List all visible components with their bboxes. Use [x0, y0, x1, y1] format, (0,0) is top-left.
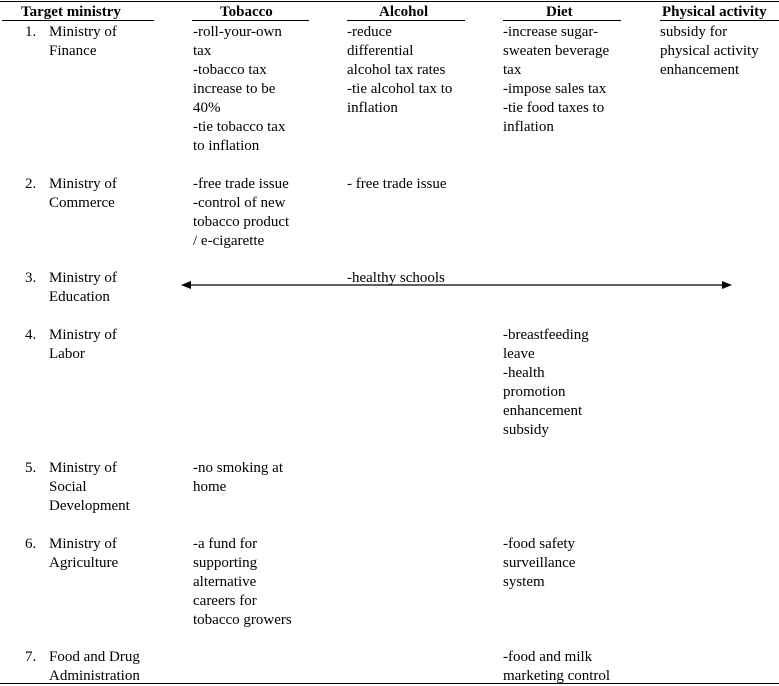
diet-cell: -increase sugar- sweaten beverage tax -i… [503, 24, 610, 135]
alcohol-cell: - free trade issue [347, 176, 447, 192]
spanning-policy-cell: -healthy schools [347, 270, 445, 286]
header-target-ministry: Target ministry [21, 4, 121, 20]
ministry-cell: Ministry of Commerce [49, 176, 117, 211]
row-number: 7. [25, 649, 37, 665]
alcohol-cell: -reduce differential alcohol tax rates -… [347, 24, 453, 116]
row-number: 1. [25, 24, 37, 40]
header-underline-ministry [2, 20, 154, 21]
row-number: 3. [25, 270, 37, 286]
tobacco-cell: -roll-your-own tax -tobacco tax increase… [193, 24, 286, 154]
tobacco-cell: -no smoking at home [193, 460, 283, 495]
row-number: 2. [25, 176, 37, 192]
ministry-cell: Ministry of Labor [49, 327, 117, 362]
diet-cell: -food safety surveillance system [503, 536, 576, 590]
table-top-rule [0, 1, 779, 2]
header-physical-activity: Physical activity [662, 4, 767, 20]
header-diet: Diet [546, 4, 573, 20]
row-number: 6. [25, 536, 37, 552]
diet-cell: -breastfeeding leave -health promotion e… [503, 327, 589, 438]
physical-activity-cell: subsidy for physical activity enhancemen… [660, 24, 759, 78]
ministry-cell: Food and Drug Administration [49, 649, 140, 684]
row-number: 5. [25, 460, 37, 476]
ministry-cell: Ministry of Education [49, 270, 117, 305]
header-underline-tobacco [192, 20, 309, 21]
tobacco-cell: -free trade issue -control of new tobacc… [193, 176, 290, 249]
header-underline-physical-activity [660, 20, 779, 21]
header-alcohol: Alcohol [379, 4, 429, 20]
double-arrow-icon [181, 281, 732, 289]
header-tobacco: Tobacco [220, 4, 273, 20]
diet-cell: -food and milk marketing control [503, 649, 611, 684]
tobacco-cell: -a fund for supporting alternative caree… [193, 536, 292, 628]
ministry-cell: Ministry of Finance [49, 24, 117, 59]
header-underline-diet [503, 20, 621, 21]
ministry-cell: Ministry of Social Development [49, 460, 130, 514]
header-underline-alcohol [347, 20, 465, 21]
ministry-cell: Ministry of Agriculture [49, 536, 119, 571]
row-number: 4. [25, 327, 37, 343]
